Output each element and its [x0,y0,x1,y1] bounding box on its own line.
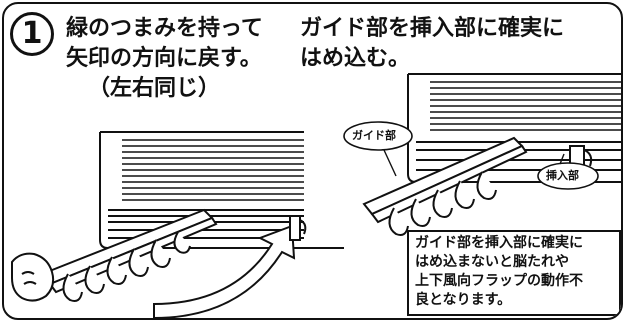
note-line-3: 上下風向フラップの動作不 [415,273,583,289]
note-line-2: はめ込まないと脳たれや [415,254,569,270]
left-ac-unit [99,131,344,249]
insert-label-bubble [537,162,599,190]
guide-label: ガイド部 [352,129,396,142]
left-instruction-line3: （左右同じ） [88,76,221,101]
left-louver [40,208,218,302]
illustration [11,73,621,318]
instruction-panel: 1 緑のつまみを持って 矢印の方向に戻す。 （左右同じ） ガイド部を挿入部に確実… [2,2,623,320]
guide-label-bubble [343,121,413,151]
right-louver [362,136,528,236]
left-instruction-line2: 矢印の方向に戻す。 [66,46,262,71]
right-instruction-line2: はめ込む。 [300,46,411,71]
note-line-4: 良となります。 [415,292,512,308]
hand [11,252,55,302]
left-instruction-line1: 緑のつまみを持って [66,16,263,41]
warning-note-box: ガイド部を挿入部に確実に はめ込まないと脳たれや 上下風向フラップの動作不 良と… [407,230,621,316]
note-line-1: ガイド部を挿入部に確実に [415,235,583,251]
step-number-badge: 1 [10,12,54,56]
step-number: 1 [21,16,43,51]
right-instruction-line1: ガイド部を挿入部に確実に [300,16,565,41]
insert-label: 挿入部 [546,169,579,182]
return-arrow [153,224,296,318]
